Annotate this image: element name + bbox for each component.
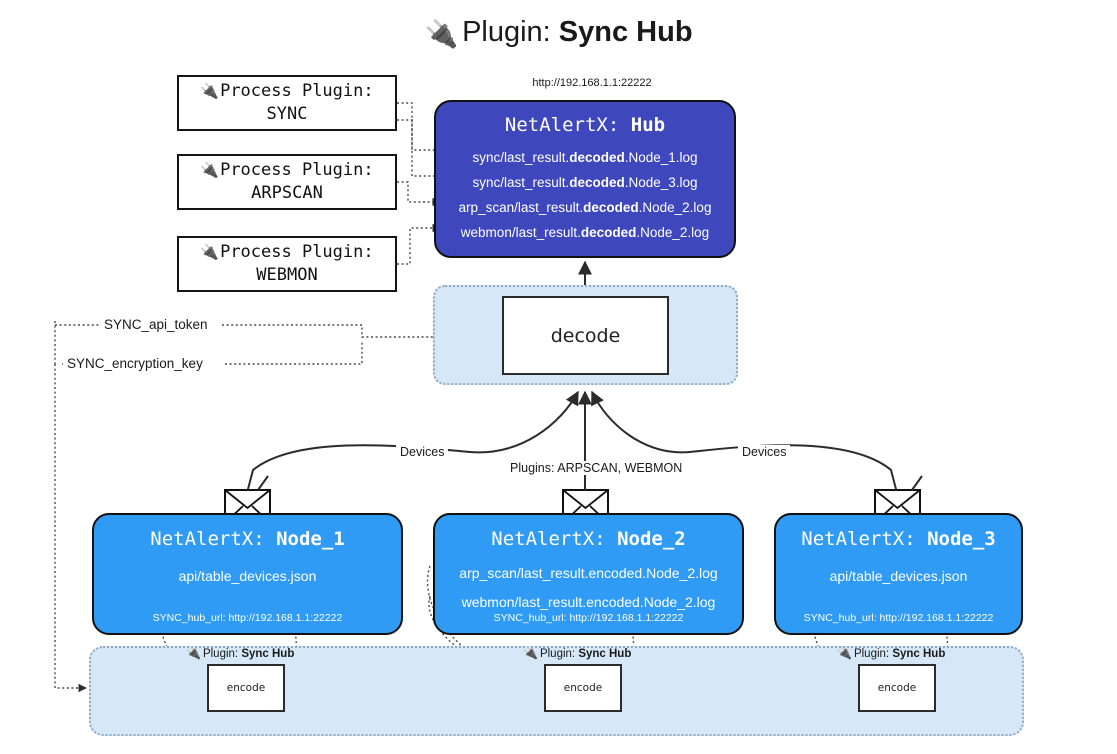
- hub-log-pre: sync/last_result.: [472, 150, 570, 165]
- edge-label-devices-right: Devices: [738, 445, 791, 459]
- node-footer: SYNC_hub_url: http://192.168.1.1:22222: [803, 612, 994, 624]
- encoder-tag-prefix: Plugin:: [539, 648, 579, 660]
- hub-log-post: .Node_2.log: [636, 225, 710, 240]
- node-title: NetAlertX: Node_2: [435, 528, 742, 550]
- process-plugin-webmon-line1: Process Plugin:: [220, 242, 374, 263]
- encoder-tag-prefix: Plugin:: [853, 648, 893, 660]
- node-title: NetAlertX: Node_3: [776, 528, 1021, 550]
- hub-log-post: .Node_1.log: [624, 150, 698, 165]
- hub-title: NetAlertX: Hub: [436, 114, 734, 136]
- hub-log-row: sync/last_result.decoded.Node_3.log: [436, 170, 734, 195]
- plug-icon: 🔌: [424, 19, 459, 49]
- page-title-prefix: Plugin:: [462, 16, 559, 48]
- hub-log-pre: sync/last_result.: [472, 175, 570, 190]
- encode-box-node-3[interactable]: encode: [858, 664, 936, 712]
- process-plugin-sync-box[interactable]: 🔌Process Plugin: SYNC: [177, 75, 397, 131]
- node-data-line: arp_scan/last_result.encoded.Node_2.log: [459, 565, 718, 581]
- process-plugin-webmon-box[interactable]: 🔌Process Plugin: WEBMON: [177, 236, 397, 292]
- envelope-tail-node3: [911, 475, 923, 491]
- hub-log-pre: webmon/last_result.: [460, 225, 581, 240]
- node-title-prefix: NetAlertX:: [150, 528, 277, 550]
- node-title-name: Node_1: [276, 528, 345, 550]
- page-title-name: Sync Hub: [558, 16, 693, 48]
- edge-label-devices-left: Devices: [396, 445, 449, 459]
- encoder-plugin-tag: 🔌Plugin: Sync Hub: [837, 646, 945, 660]
- hub-log-row: arp_scan/last_result.decoded.Node_2.log: [436, 195, 734, 220]
- envelope-tail-node1: [257, 475, 269, 491]
- hub-log-post: .Node_3.log: [624, 175, 698, 190]
- node-data-line: webmon/last_result.encoded.Node_2.log: [461, 594, 716, 610]
- process-plugin-sync-line2: SYNC: [266, 104, 308, 124]
- encoder-tag-name: Sync Hub: [241, 648, 295, 660]
- plug-icon: 🔌: [186, 646, 201, 660]
- node-data-line: api/table_devices.json: [829, 568, 968, 584]
- hub-log-list: sync/last_result.decoded.Node_1.log sync…: [436, 145, 734, 245]
- hub-log-mid: decoded: [569, 175, 625, 190]
- env-label-encryption-key: SYNC_encryption_key: [63, 356, 207, 371]
- encode-box-node-2[interactable]: encode: [544, 664, 622, 712]
- edge-node3-to-decode: [591, 390, 898, 494]
- edge-node1-to-decode: [246, 390, 579, 494]
- hub-log-mid: decoded: [569, 150, 625, 165]
- plug-icon: 🔌: [523, 646, 538, 660]
- node-title-prefix: NetAlertX:: [801, 528, 928, 550]
- edge-env-to-bottom-band: [54, 364, 87, 693]
- encoder-plugin-tag: 🔌Plugin: Sync Hub: [186, 646, 294, 660]
- edge-label-plugins-center: Plugins: ARPSCAN, WEBMON: [506, 461, 687, 475]
- node-footer: SYNC_hub_url: http://192.168.1.1:22222: [152, 612, 343, 624]
- node-title-name: Node_3: [927, 528, 996, 550]
- encoder-tag-name: Sync Hub: [578, 648, 632, 660]
- hub-log-post: .Node_2.log: [638, 200, 712, 215]
- plug-icon: 🔌: [200, 82, 220, 101]
- plug-icon: 🔌: [837, 646, 852, 660]
- node-card-node-3[interactable]: NetAlertX: Node_3 api/table_devices.json…: [774, 513, 1023, 635]
- node-card-node-1[interactable]: NetAlertX: Node_1 api/table_devices.json…: [92, 513, 403, 635]
- encode-box-node-1[interactable]: encode: [207, 664, 285, 712]
- encoder-tag-name: Sync Hub: [892, 648, 946, 660]
- decode-box[interactable]: decode: [502, 296, 669, 375]
- node-card-node-2[interactable]: NetAlertX: Node_2 arp_scan/last_result.e…: [433, 513, 744, 635]
- hub-log-row: sync/last_result.decoded.Node_1.log: [436, 145, 734, 170]
- process-plugin-webmon-line2: WEBMON: [256, 265, 318, 285]
- node-footer: SYNC_hub_url: http://192.168.1.1:22222: [493, 612, 684, 624]
- page-title: 🔌Plugin: Sync Hub: [0, 16, 1117, 50]
- node-title: NetAlertX: Node_1: [94, 528, 401, 550]
- encoder-plugin-tag: 🔌Plugin: Sync Hub: [523, 646, 631, 660]
- node-title-name: Node_2: [617, 528, 686, 550]
- hub-url-label: http://192.168.1.1:22222: [532, 77, 652, 89]
- hub-title-name: Hub: [630, 114, 666, 136]
- hub-log-pre: arp_scan/last_result.: [458, 200, 584, 215]
- process-plugin-arpscan-box[interactable]: 🔌Process Plugin: ARPSCAN: [177, 154, 397, 210]
- process-plugin-sync-line1: Process Plugin:: [220, 81, 374, 102]
- process-plugin-arpscan-line2: ARPSCAN: [251, 183, 323, 203]
- encoder-tag-prefix: Plugin:: [202, 648, 242, 660]
- env-label-api-token: SYNC_api_token: [100, 317, 212, 332]
- node-title-prefix: NetAlertX:: [491, 528, 618, 550]
- node-data-line: api/table_devices.json: [178, 568, 317, 584]
- hub-log-row: webmon/last_result.decoded.Node_2.log: [436, 220, 734, 245]
- hub-log-mid: decoded: [583, 200, 639, 215]
- hub-card[interactable]: NetAlertX: Hub sync/last_result.decoded.…: [434, 100, 736, 258]
- hub-log-mid: decoded: [580, 225, 637, 240]
- hub-title-prefix: NetAlertX:: [504, 114, 631, 136]
- plug-icon: 🔌: [200, 161, 220, 180]
- plug-icon: 🔌: [200, 243, 220, 262]
- node-data-lines: arp_scan/last_result.encoded.Node_2.log …: [435, 559, 742, 617]
- process-plugin-arpscan-line1: Process Plugin:: [220, 160, 374, 181]
